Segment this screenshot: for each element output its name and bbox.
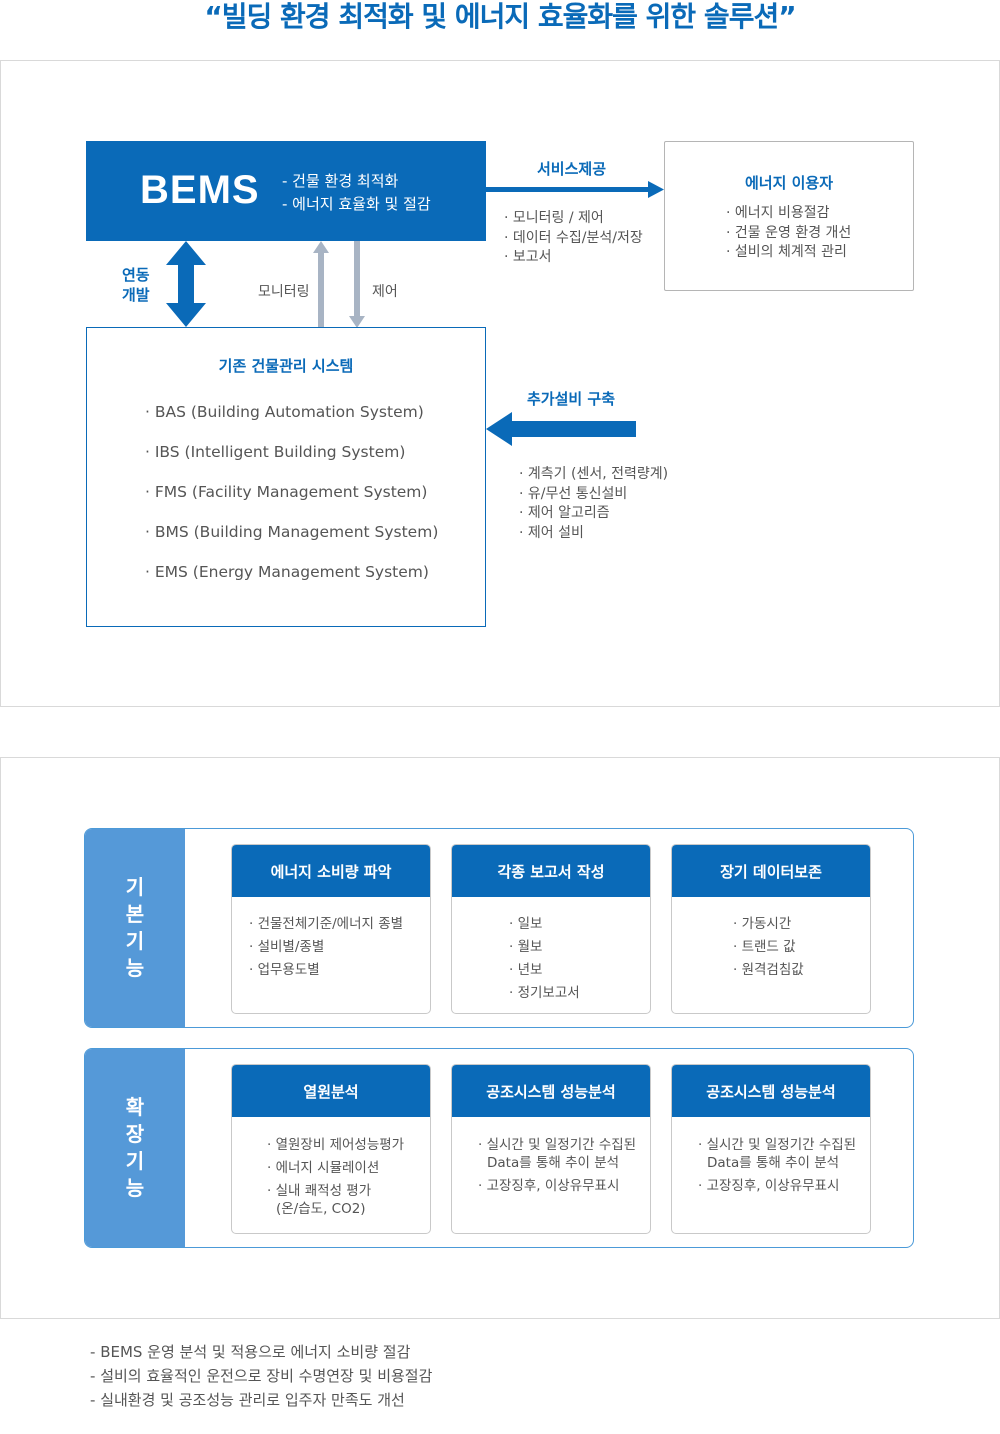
- card-item: 원격검침값: [733, 959, 870, 982]
- card-list: 가동시간 트랜드 값 원격검침값: [672, 897, 870, 982]
- additional-label: 추가설비 구축: [527, 390, 616, 408]
- card-item: 월보: [509, 936, 650, 959]
- link-double-arrow: [166, 241, 206, 327]
- legacy-system-item: BMS (Building Management System): [145, 512, 439, 552]
- service-label: 서비스제공: [537, 160, 607, 178]
- bems-feature: - 에너지 효율화 및 절감: [282, 195, 431, 213]
- service-item: 모니터링 / 제어: [504, 209, 643, 229]
- additional-item: 제어 알고리즘: [519, 504, 668, 524]
- card-title: 공조시스템 성능분석: [452, 1065, 650, 1117]
- extended-card-heat-source: 열원분석 열원장비 제어성능평가 에너지 시뮬레이션 실내 쾌적성 평가 (온/…: [231, 1064, 431, 1234]
- legacy-system-item: BAS (Building Automation System): [145, 392, 438, 432]
- card-item: 열원장비 제어성능평가: [267, 1136, 422, 1154]
- basic-card-energy: 에너지 소비량 파악 건물전체기준/에너지 종별 설비별/종별 업무용도별: [231, 844, 431, 1014]
- extended-functions-label: 확 장 기 능: [85, 1049, 185, 1247]
- benefit-note: BEMS 운영 분석 및 적용으로 에너지 소비량 절감: [90, 1340, 432, 1364]
- card-list: 건물전체기준/에너지 종별 설비별/종별 업무용도별: [232, 897, 430, 982]
- basic-functions-label: 기 본 기 능: [85, 829, 185, 1027]
- card-item: 가동시간: [733, 913, 870, 936]
- card-title: 에너지 소비량 파악: [232, 845, 430, 897]
- side-char: 확: [125, 1095, 145, 1119]
- card-title: 각종 보고서 작성: [452, 845, 650, 897]
- card-list: 실시간 및 일정기간 수집된 Data를 통해 추이 분석 고장징후, 이상유무…: [452, 1117, 650, 1195]
- bems-features: - 건물 환경 최적화 - 에너지 효율화 및 절감: [282, 170, 431, 216]
- card-item: 업무용도별: [249, 959, 430, 982]
- card-item: 트랜드 값: [733, 936, 870, 959]
- basic-card-reports: 각종 보고서 작성 일보 월보 년보 정기보고서: [451, 844, 651, 1014]
- service-list: 모니터링 / 제어 데이터 수집/분석/저장 보고서: [504, 209, 643, 268]
- legacy-system-item: EMS (Energy Management System): [145, 552, 438, 592]
- service-arrow: [486, 181, 664, 198]
- control-label: 제어: [372, 284, 398, 300]
- additional-list: 계측기 (센서, 전력량계) 유/무선 통신설비 제어 알고리즘 제어 설비: [519, 465, 668, 543]
- card-item: 고장징후, 이상유무표시: [478, 1177, 640, 1195]
- card-item: 일보: [509, 913, 650, 936]
- benefit-notes: BEMS 운영 분석 및 적용으로 에너지 소비량 절감 설비의 효율적인 운전…: [90, 1340, 432, 1412]
- extended-card-hvac-1: 공조시스템 성능분석 실시간 및 일정기간 수집된 Data를 통해 추이 분석…: [451, 1064, 651, 1234]
- additional-item: 제어 설비: [519, 524, 668, 544]
- additional-arrow: [486, 412, 636, 446]
- service-item: 데이터 수집/분석/저장: [504, 229, 643, 249]
- card-item: 정기보고서: [509, 982, 650, 1005]
- benefit-note: 실내환경 및 공조성능 관리로 입주자 만족도 개선: [90, 1388, 432, 1412]
- energy-user-list: 에너지 비용절감 건물 운영 환경 개선 설비의 체계적 관리: [726, 204, 851, 263]
- side-char: 장: [125, 1122, 145, 1146]
- legacy-system-item: IBS (Intelligent Building System): [145, 432, 438, 472]
- bems-name: BEMS: [140, 168, 260, 212]
- card-item: 실내 쾌적성 평가 (온/습도, CO2): [267, 1182, 386, 1218]
- link-label: 연동 개발: [122, 265, 150, 305]
- card-item: 건물전체기준/에너지 종별: [249, 913, 430, 936]
- additional-item: 유/무선 통신설비: [519, 485, 668, 505]
- energy-user-item: 건물 운영 환경 개선: [726, 224, 851, 244]
- monitoring-arrow: [313, 241, 329, 328]
- card-item: 에너지 시뮬레이션: [267, 1159, 422, 1177]
- benefit-note: 설비의 효율적인 운전으로 장비 수명연장 및 비용절감: [90, 1364, 432, 1388]
- card-title: 공조시스템 성능분석: [672, 1065, 870, 1117]
- side-char: 기: [125, 875, 145, 899]
- energy-user-title: 에너지 이용자: [744, 174, 834, 192]
- basic-card-data-retention: 장기 데이터보존 가동시간 트랜드 값 원격검침값: [671, 844, 871, 1014]
- side-char: 능: [125, 956, 145, 980]
- link-label-line: 개발: [122, 286, 150, 304]
- card-list: 열원장비 제어성능평가 에너지 시뮬레이션 실내 쾌적성 평가 (온/습도, C…: [232, 1117, 430, 1218]
- energy-user-item: 설비의 체계적 관리: [726, 243, 851, 263]
- card-item: 실시간 및 일정기간 수집된 Data를 통해 추이 분석: [698, 1136, 867, 1172]
- legacy-system-title: 기존 건물관리 시스템: [218, 357, 354, 375]
- card-title: 열원분석: [232, 1065, 430, 1117]
- service-item: 보고서: [504, 248, 643, 268]
- control-arrow: [349, 241, 365, 328]
- side-char: 기: [125, 929, 145, 953]
- bems-feature: - 건물 환경 최적화: [282, 172, 399, 190]
- bems-box: [86, 141, 486, 241]
- card-list: 일보 월보 년보 정기보고서: [452, 897, 650, 1005]
- card-list: 실시간 및 일정기간 수집된 Data를 통해 추이 분석 고장징후, 이상유무…: [672, 1117, 870, 1195]
- side-char: 본: [125, 902, 145, 926]
- card-title: 장기 데이터보존: [672, 845, 870, 897]
- monitoring-label: 모니터링: [258, 284, 310, 300]
- side-char: 기: [125, 1149, 145, 1173]
- extended-card-hvac-2: 공조시스템 성능분석 실시간 및 일정기간 수집된 Data를 통해 추이 분석…: [671, 1064, 871, 1234]
- card-item: 설비별/종별: [249, 936, 430, 959]
- card-item: 고장징후, 이상유무표시: [698, 1177, 860, 1195]
- energy-user-item: 에너지 비용절감: [726, 204, 851, 224]
- legacy-system-list: BAS (Building Automation System) IBS (In…: [145, 392, 439, 592]
- side-char: 능: [125, 1176, 145, 1200]
- legacy-system-item: FMS (Facility Management System): [145, 472, 438, 512]
- card-item: 년보: [509, 959, 650, 982]
- additional-item: 계측기 (센서, 전력량계): [519, 465, 668, 485]
- card-item: 실시간 및 일정기간 수집된 Data를 통해 추이 분석: [478, 1136, 647, 1172]
- link-label-line: 연동: [122, 266, 150, 284]
- page-title: “빌딩 환경 최적화 및 에너지 효율화를 위한 솔루션”: [204, 0, 796, 33]
